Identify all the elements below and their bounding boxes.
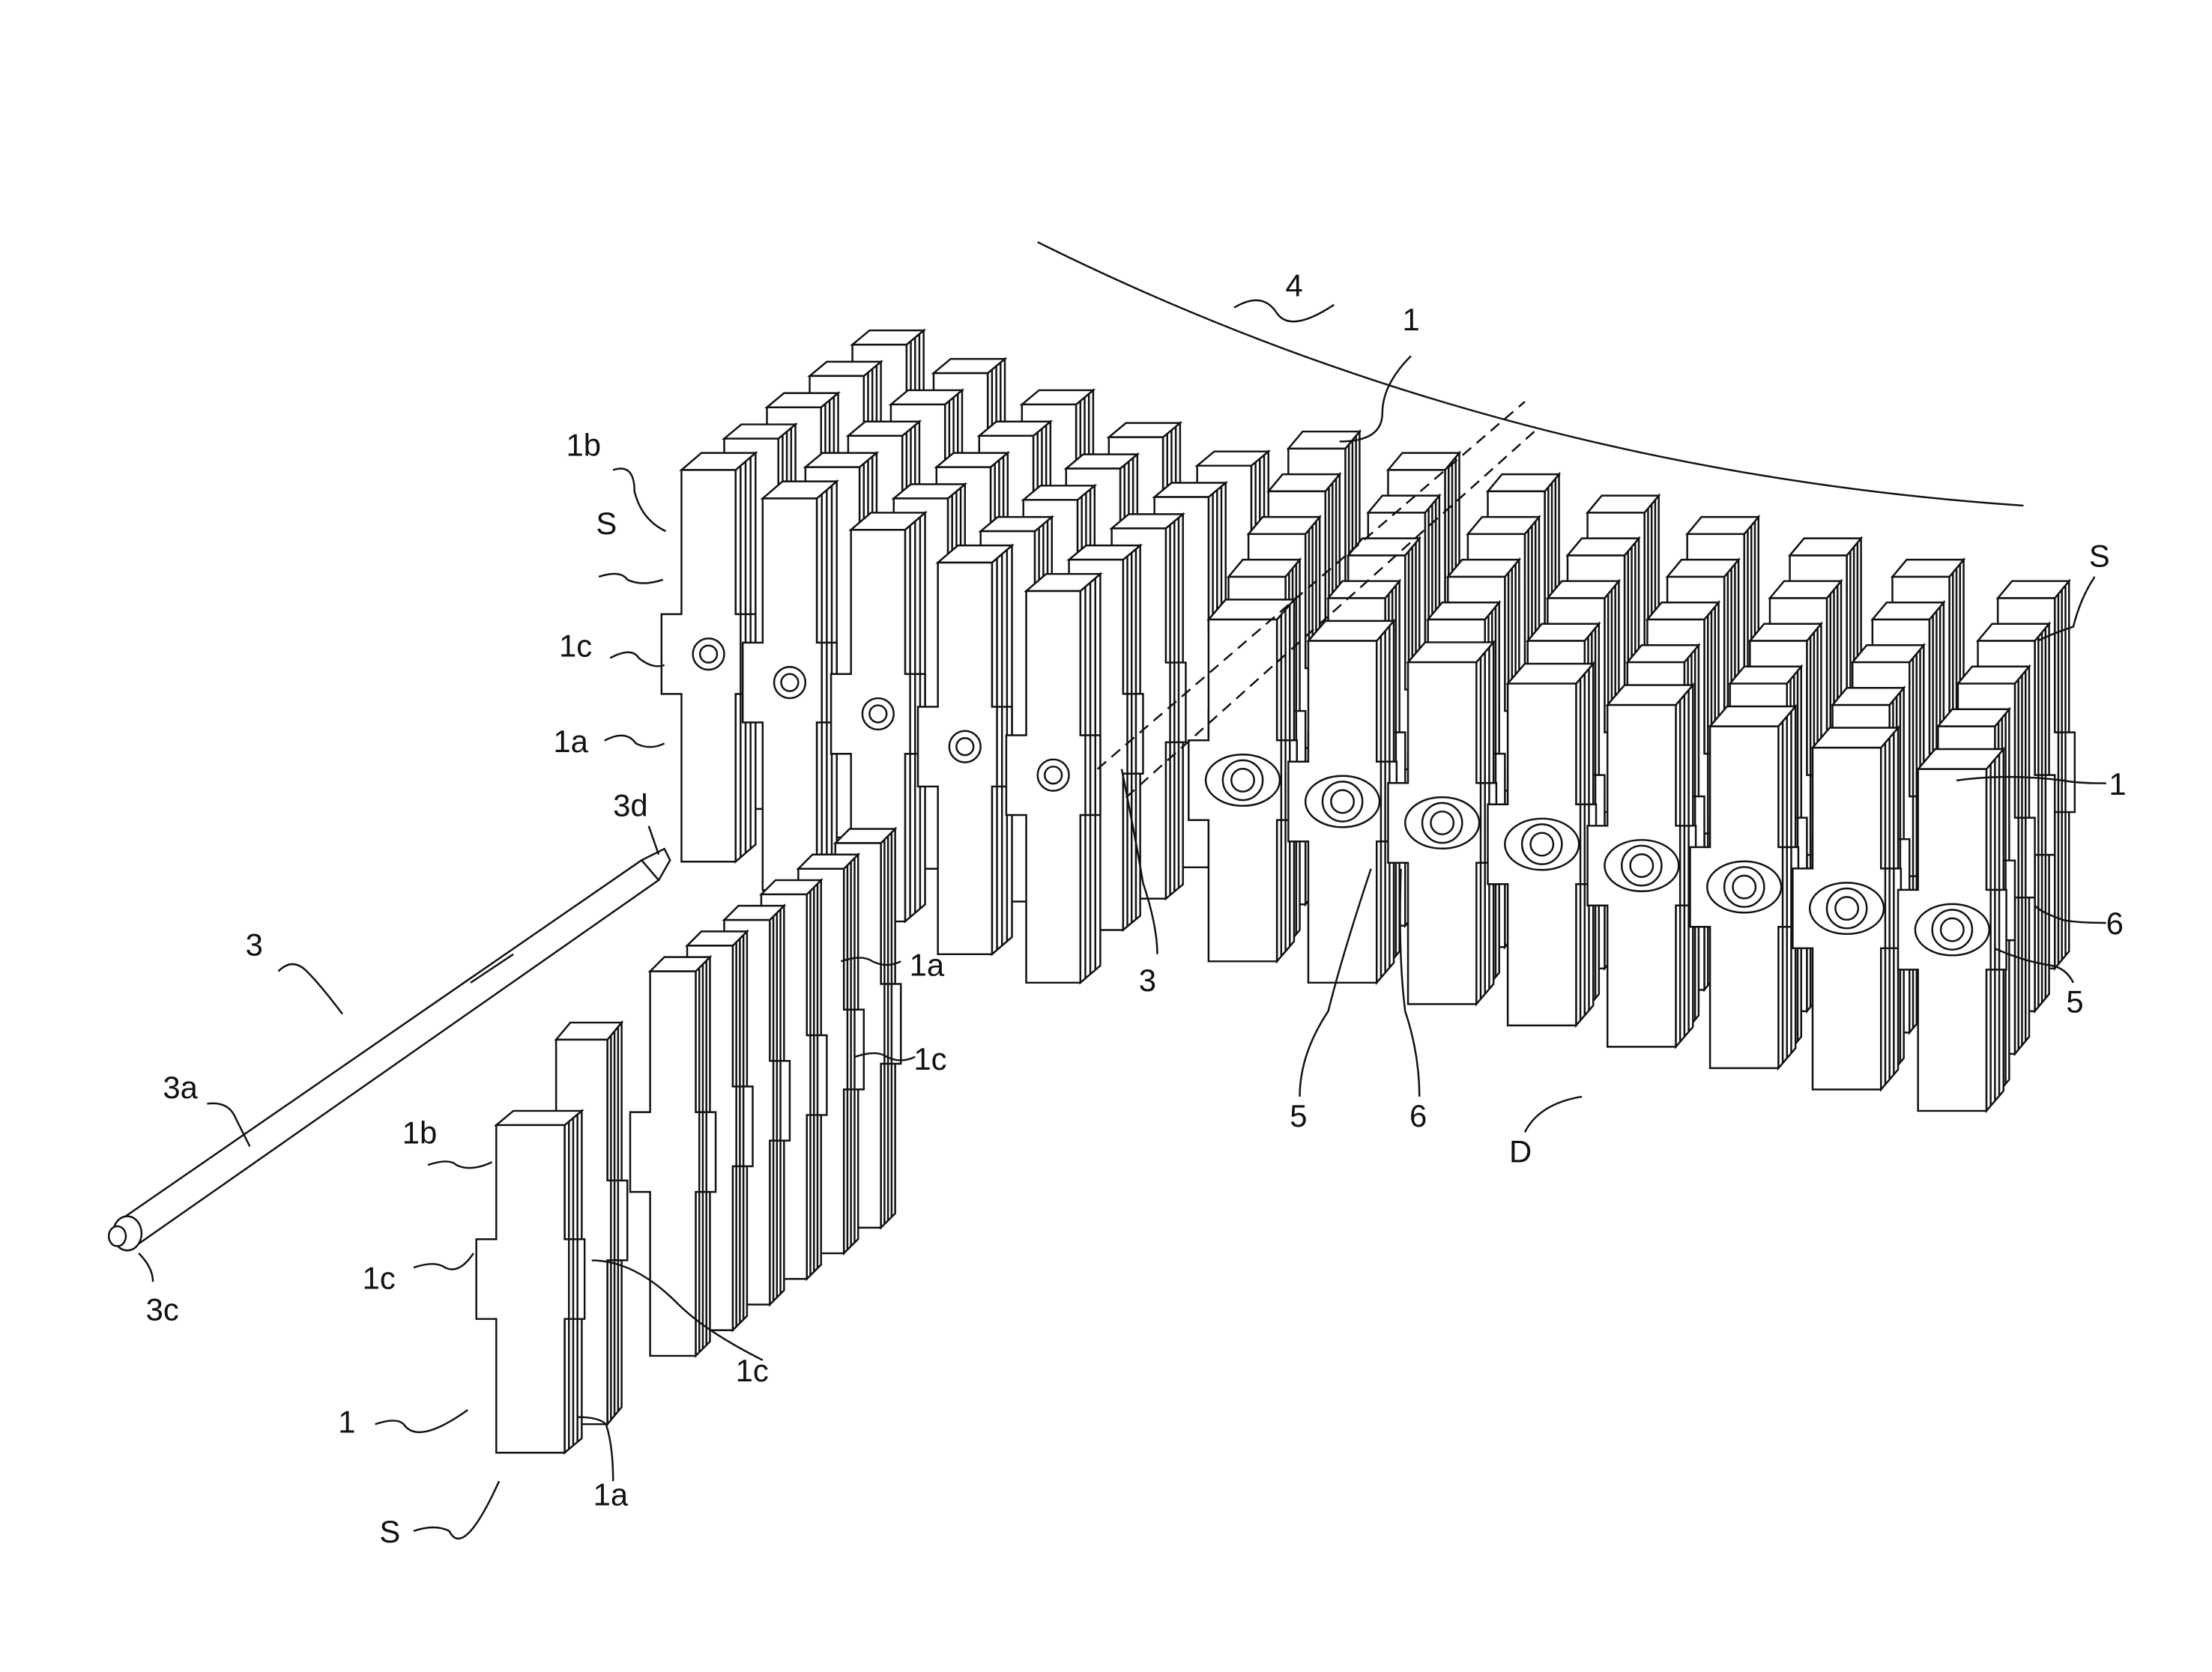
label-1-bottom: 1 xyxy=(338,1405,355,1440)
pin-head xyxy=(868,704,888,724)
bolt-end xyxy=(1430,811,1455,835)
label-s-bottom: S xyxy=(379,1514,400,1549)
label-6-mid: 6 xyxy=(1409,1098,1427,1133)
label-1b-bottom: 1b xyxy=(402,1115,438,1151)
leader-lines xyxy=(138,299,2106,1540)
label-5-right: 5 xyxy=(2066,984,2083,1020)
bolt-end xyxy=(1629,853,1655,878)
single-plate-1 xyxy=(475,1124,586,1454)
drawing-parts xyxy=(475,328,2076,1455)
label-3c: 3c xyxy=(146,1291,179,1327)
label-3-mid: 3 xyxy=(1139,963,1156,998)
bolt-end xyxy=(1834,896,1860,921)
pin-head xyxy=(698,644,719,664)
label-1c-bottom-2: 1c xyxy=(736,1353,769,1388)
bolt-end xyxy=(1330,789,1356,814)
label-5-mid: 5 xyxy=(1290,1098,1307,1133)
label-1a-bottom: 1a xyxy=(593,1477,629,1512)
reference-labels: 4 1 1b S 1c 1a 3d 3 3a 1a 1c 3 1b 1c 3c … xyxy=(146,267,2127,1549)
pin-head xyxy=(955,737,975,757)
ring-curve-4 xyxy=(1037,241,2024,507)
rod-3 xyxy=(107,847,671,1252)
label-3-left: 3 xyxy=(246,927,263,963)
label-3a: 3a xyxy=(163,1070,198,1105)
pin-head xyxy=(1044,766,1063,785)
label-1c-mid: 1c xyxy=(913,1041,946,1076)
bolt-end xyxy=(1230,768,1255,793)
label-1c-bottom: 1c xyxy=(363,1261,396,1296)
label-1b-top: 1b xyxy=(566,427,601,462)
bolt-end xyxy=(1732,874,1757,900)
bolt-end xyxy=(1529,832,1555,857)
label-1c-top: 1c xyxy=(559,628,592,663)
label-d: D xyxy=(1509,1133,1532,1169)
loose-stack-plate xyxy=(629,970,717,1357)
pin-head xyxy=(780,673,800,692)
label-4: 4 xyxy=(1286,267,1303,303)
label-1-top: 1 xyxy=(1402,302,1419,337)
label-s-right: S xyxy=(2089,539,2110,574)
label-6-right: 6 xyxy=(2106,906,2124,941)
label-1a-top: 1a xyxy=(553,724,588,759)
label-s-top: S xyxy=(596,506,617,541)
label-1-right: 1 xyxy=(2109,766,2126,802)
label-3d: 3d xyxy=(613,787,648,823)
label-1a-mid: 1a xyxy=(910,947,945,982)
bolt-end xyxy=(1939,917,1965,942)
inserted-rod-dashed xyxy=(1096,401,1540,799)
